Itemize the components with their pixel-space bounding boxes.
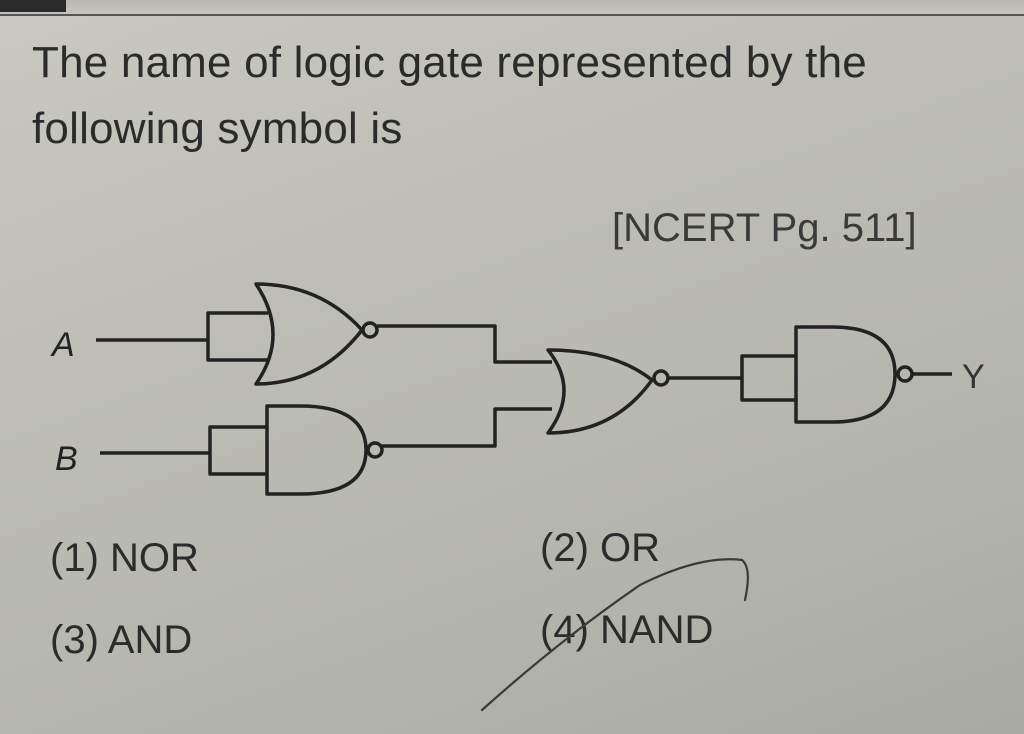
logic-circuit-diagram: A B Y: [0, 260, 1024, 520]
gate2-input-box: [208, 425, 268, 476]
option-2-number: (2): [540, 526, 589, 570]
gate2-bubble: [366, 441, 384, 459]
wire-g2-g3: [382, 407, 552, 448]
option-1[interactable]: (1) NOR: [50, 536, 199, 581]
input-a-label: A: [50, 326, 75, 364]
gate4-bubble: [896, 365, 914, 383]
gate3-or-body: [546, 348, 654, 435]
option-3-label: AND: [107, 618, 193, 662]
option-4-number: (4): [540, 608, 589, 652]
option-1-label: NOR: [110, 536, 199, 580]
gate1-input-box: [206, 311, 268, 362]
page-top-edge: [0, 0, 1024, 16]
input-b-label: B: [55, 440, 78, 478]
option-2[interactable]: (2) OR: [540, 526, 660, 571]
option-3-number: (3): [50, 618, 99, 662]
reference-label: [NCERT Pg. 511]: [612, 206, 917, 250]
option-4-label: NAND: [600, 608, 714, 652]
option-4[interactable]: (4) NAND: [540, 608, 713, 653]
gate4-input-box: [740, 354, 797, 402]
gate4-and-body: [794, 325, 897, 424]
question-text: The name of logic gate represented by th…: [32, 38, 867, 153]
option-1-number: (1): [50, 536, 99, 580]
output-y-label: Y: [962, 358, 985, 396]
option-2-label: OR: [600, 526, 661, 570]
dark-corner-block: [0, 0, 66, 12]
gate1-bubble: [361, 321, 379, 339]
gate3-bubble: [652, 369, 670, 387]
option-3[interactable]: (3) AND: [50, 618, 192, 663]
wire-g1-g3: [377, 324, 552, 364]
gate1-or-body: [254, 282, 364, 386]
gate2-and-body: [265, 404, 368, 496]
